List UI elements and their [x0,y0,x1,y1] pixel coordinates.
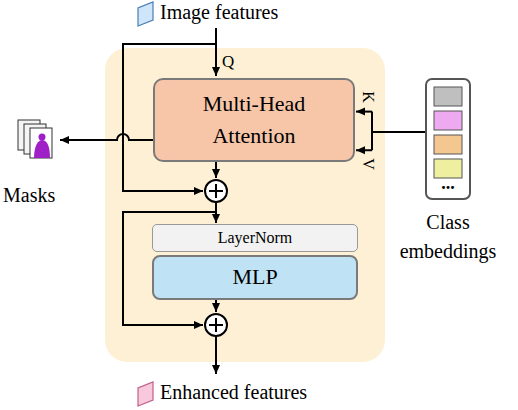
value-label: V [359,158,377,170]
connector [356,112,425,151]
input-label: Image features [160,1,278,24]
mlp-box: MLP [152,255,358,300]
output-label: Masks [3,184,55,207]
connector-segment [356,111,372,113]
node-text: MLP [224,263,285,292]
connector-segment [372,131,425,133]
key-label: K [359,91,377,103]
embedding-cell [434,87,462,106]
connector-segment [371,112,373,151]
ellipsis-text: ... [427,176,469,190]
node-text: Multi-Head Attention [181,88,327,152]
vector-heading: Class embeddings [393,208,503,266]
embedding-cell [434,135,462,154]
query-label: Q [222,52,234,72]
class-embedding-vector: ...Class embeddings [425,78,471,200]
attention-box: Multi-Head Attention [153,78,355,162]
node-text: LayerNorm [210,228,301,249]
mask-icon [18,120,52,158]
embedding-cell [434,111,462,130]
block-background [105,48,385,362]
image-feature-icon [138,2,153,26]
enhanced-feature-icon [138,382,153,406]
output-label: Enhanced features [160,381,307,404]
layernorm-box: LayerNorm [152,224,358,252]
connector-segment [356,149,372,151]
